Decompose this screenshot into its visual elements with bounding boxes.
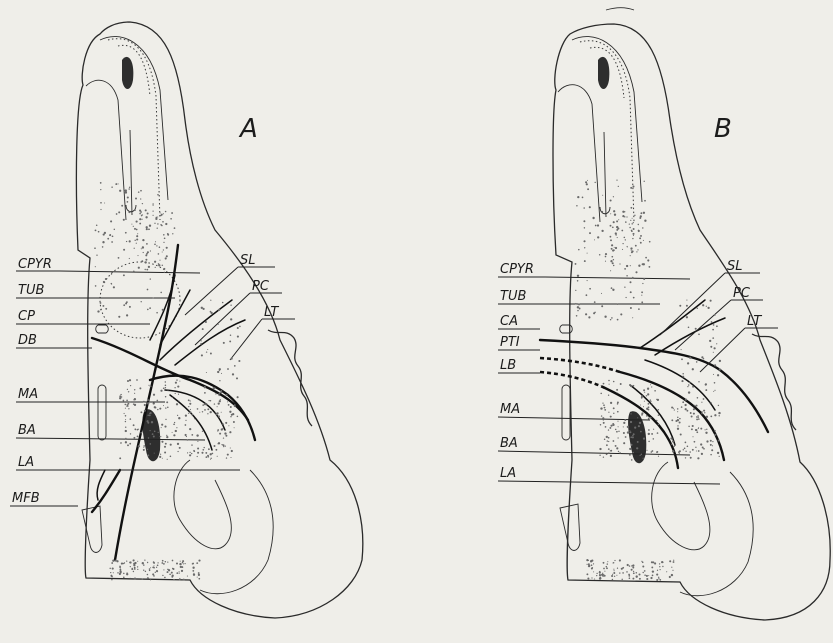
label-la: LA bbox=[18, 455, 34, 470]
label-ca: CA bbox=[500, 314, 518, 329]
panel-a: A CPYR TUB CP DB MA BA LA MFB SL PC LT bbox=[10, 22, 363, 618]
panel-a-outline bbox=[76, 22, 362, 618]
label-pc: PC bbox=[733, 286, 751, 301]
label-pc: PC bbox=[252, 279, 270, 294]
label-tub: TUB bbox=[500, 289, 526, 304]
label-ma: MA bbox=[18, 387, 38, 402]
panel-b: B CPYR TUB CA PTI LB MA BA LA SL PC LT bbox=[498, 8, 830, 620]
label-cpyr: CPYR bbox=[18, 257, 52, 272]
label-ba: BA bbox=[500, 436, 518, 451]
label-cp: CP bbox=[18, 309, 35, 324]
label-ma: MA bbox=[500, 402, 520, 417]
label-la: LA bbox=[500, 466, 516, 481]
label-lt: LT bbox=[747, 314, 762, 329]
panel-a-letter: A bbox=[238, 114, 258, 144]
label-sl: SL bbox=[727, 259, 743, 274]
label-tub: TUB bbox=[18, 283, 44, 298]
label-mfb: MFB bbox=[12, 491, 40, 506]
label-lt: LT bbox=[264, 305, 279, 320]
panel-b-fibers bbox=[540, 300, 768, 468]
label-pti: PTI bbox=[500, 335, 520, 350]
panel-b-letter: B bbox=[714, 114, 732, 144]
label-db: DB bbox=[18, 333, 37, 348]
label-sl: SL bbox=[240, 253, 256, 268]
label-lb: LB bbox=[500, 358, 516, 373]
label-ba: BA bbox=[18, 423, 36, 438]
label-cpyr: CPYR bbox=[500, 262, 534, 277]
